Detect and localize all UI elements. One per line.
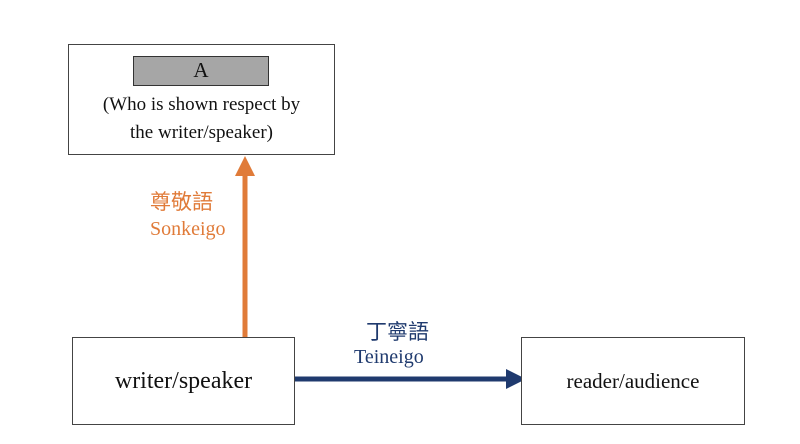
target-node-box: A (Who is shown respect by the writer/sp… xyxy=(68,44,335,155)
target-node-description: (Who is shown respect by the writer/spea… xyxy=(69,91,334,147)
teineigo-label-romaji: Teineigo xyxy=(354,346,424,368)
target-description-line-2: the writer/speaker) xyxy=(130,122,273,143)
writer-node-box: writer/speaker xyxy=(72,337,295,425)
writer-node-label: writer/speaker xyxy=(114,367,253,394)
target-node-label: A xyxy=(133,56,269,86)
sonkeigo-label-japanese: 尊敬語 xyxy=(150,190,213,214)
sonkeigo-label-romaji: Sonkeigo xyxy=(150,218,226,240)
target-description-line-1: (Who is shown respect by xyxy=(102,94,301,115)
teineigo-label-japanese: 丁寧語 xyxy=(366,320,429,344)
reader-node-label: reader/audience xyxy=(566,368,700,393)
reader-node-box: reader/audience xyxy=(521,337,745,425)
